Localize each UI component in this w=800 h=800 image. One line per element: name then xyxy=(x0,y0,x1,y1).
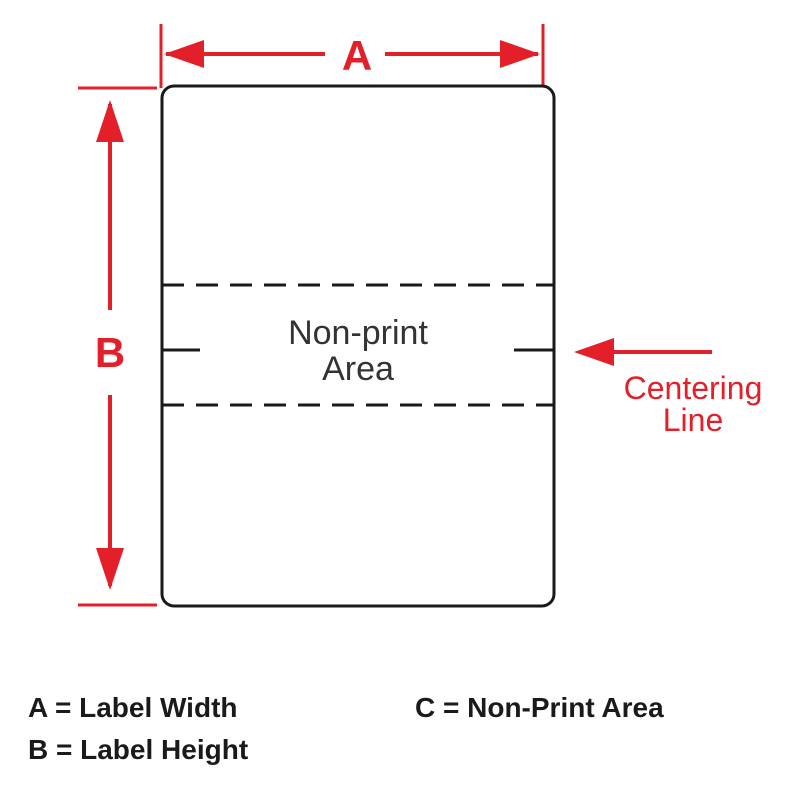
width-arrowhead-right xyxy=(500,40,540,68)
non-print-label-line2: Area xyxy=(322,350,394,388)
width-arrowhead-left xyxy=(164,40,204,68)
non-print-label-line1: Non-print xyxy=(288,314,428,352)
height-dimension-label: B xyxy=(95,329,125,376)
centering-label-line2: Line xyxy=(663,402,724,438)
label-outline xyxy=(160,84,556,608)
height-arrowhead-top xyxy=(96,100,124,142)
width-dimension-label: A xyxy=(342,32,372,79)
centering-pointer-arrowhead xyxy=(574,338,614,366)
legend-height: B = Label Height xyxy=(28,734,249,765)
legend-non-print: C = Non-Print Area xyxy=(415,692,664,723)
legend-width: A = Label Width xyxy=(28,692,238,723)
centering-label-line1: Centering xyxy=(624,370,763,406)
height-arrowhead-bottom xyxy=(96,548,124,590)
